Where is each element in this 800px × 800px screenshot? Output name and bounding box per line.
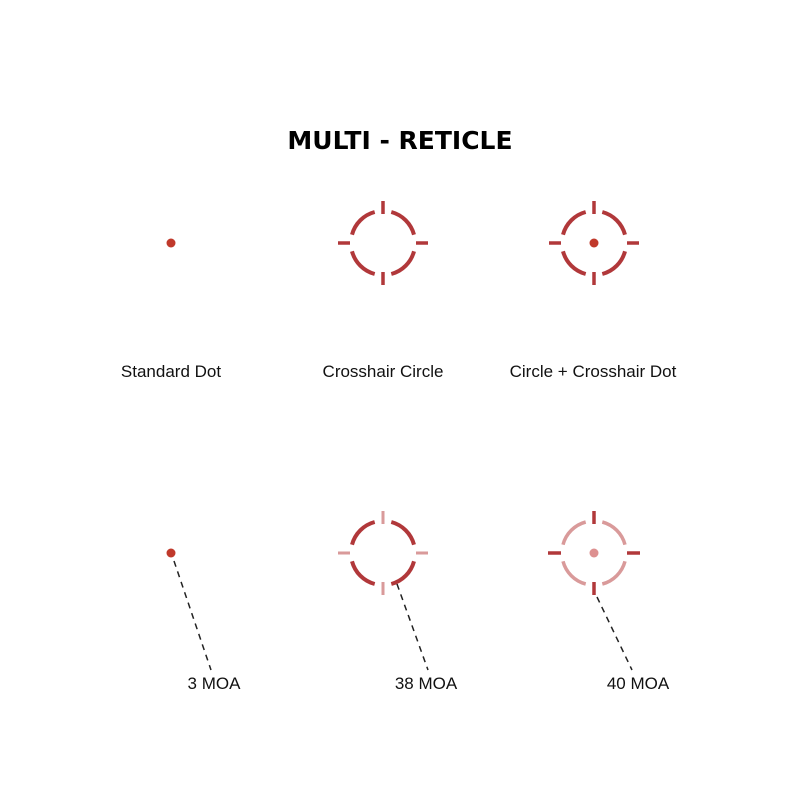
label-38-moa: 38 MOA bbox=[394, 674, 458, 693]
label-40-moa: 40 MOA bbox=[606, 674, 670, 693]
leader-line-40moa bbox=[596, 596, 633, 671]
leader-line-38moa bbox=[396, 583, 429, 671]
label-standard-dot: Standard Dot bbox=[120, 362, 222, 381]
page-title: MULTI - RETICLE bbox=[287, 126, 513, 155]
standard-dot-reticle-icon bbox=[166, 238, 176, 248]
leader-line-3moa bbox=[173, 560, 212, 671]
label-3-moa: 3 MOA bbox=[187, 674, 241, 693]
dot-3moa-icon bbox=[166, 548, 176, 558]
circle-38moa-icon bbox=[338, 511, 428, 595]
crosshair-circle-reticle-icon bbox=[338, 201, 428, 285]
crosshair-40moa-icon bbox=[548, 511, 640, 595]
label-crosshair-circle: Crosshair Circle bbox=[322, 362, 444, 381]
label-circle-crosshair-dot: Circle + Crosshair Dot bbox=[509, 362, 677, 381]
circle-crosshair-dot-reticle-icon bbox=[549, 201, 639, 285]
